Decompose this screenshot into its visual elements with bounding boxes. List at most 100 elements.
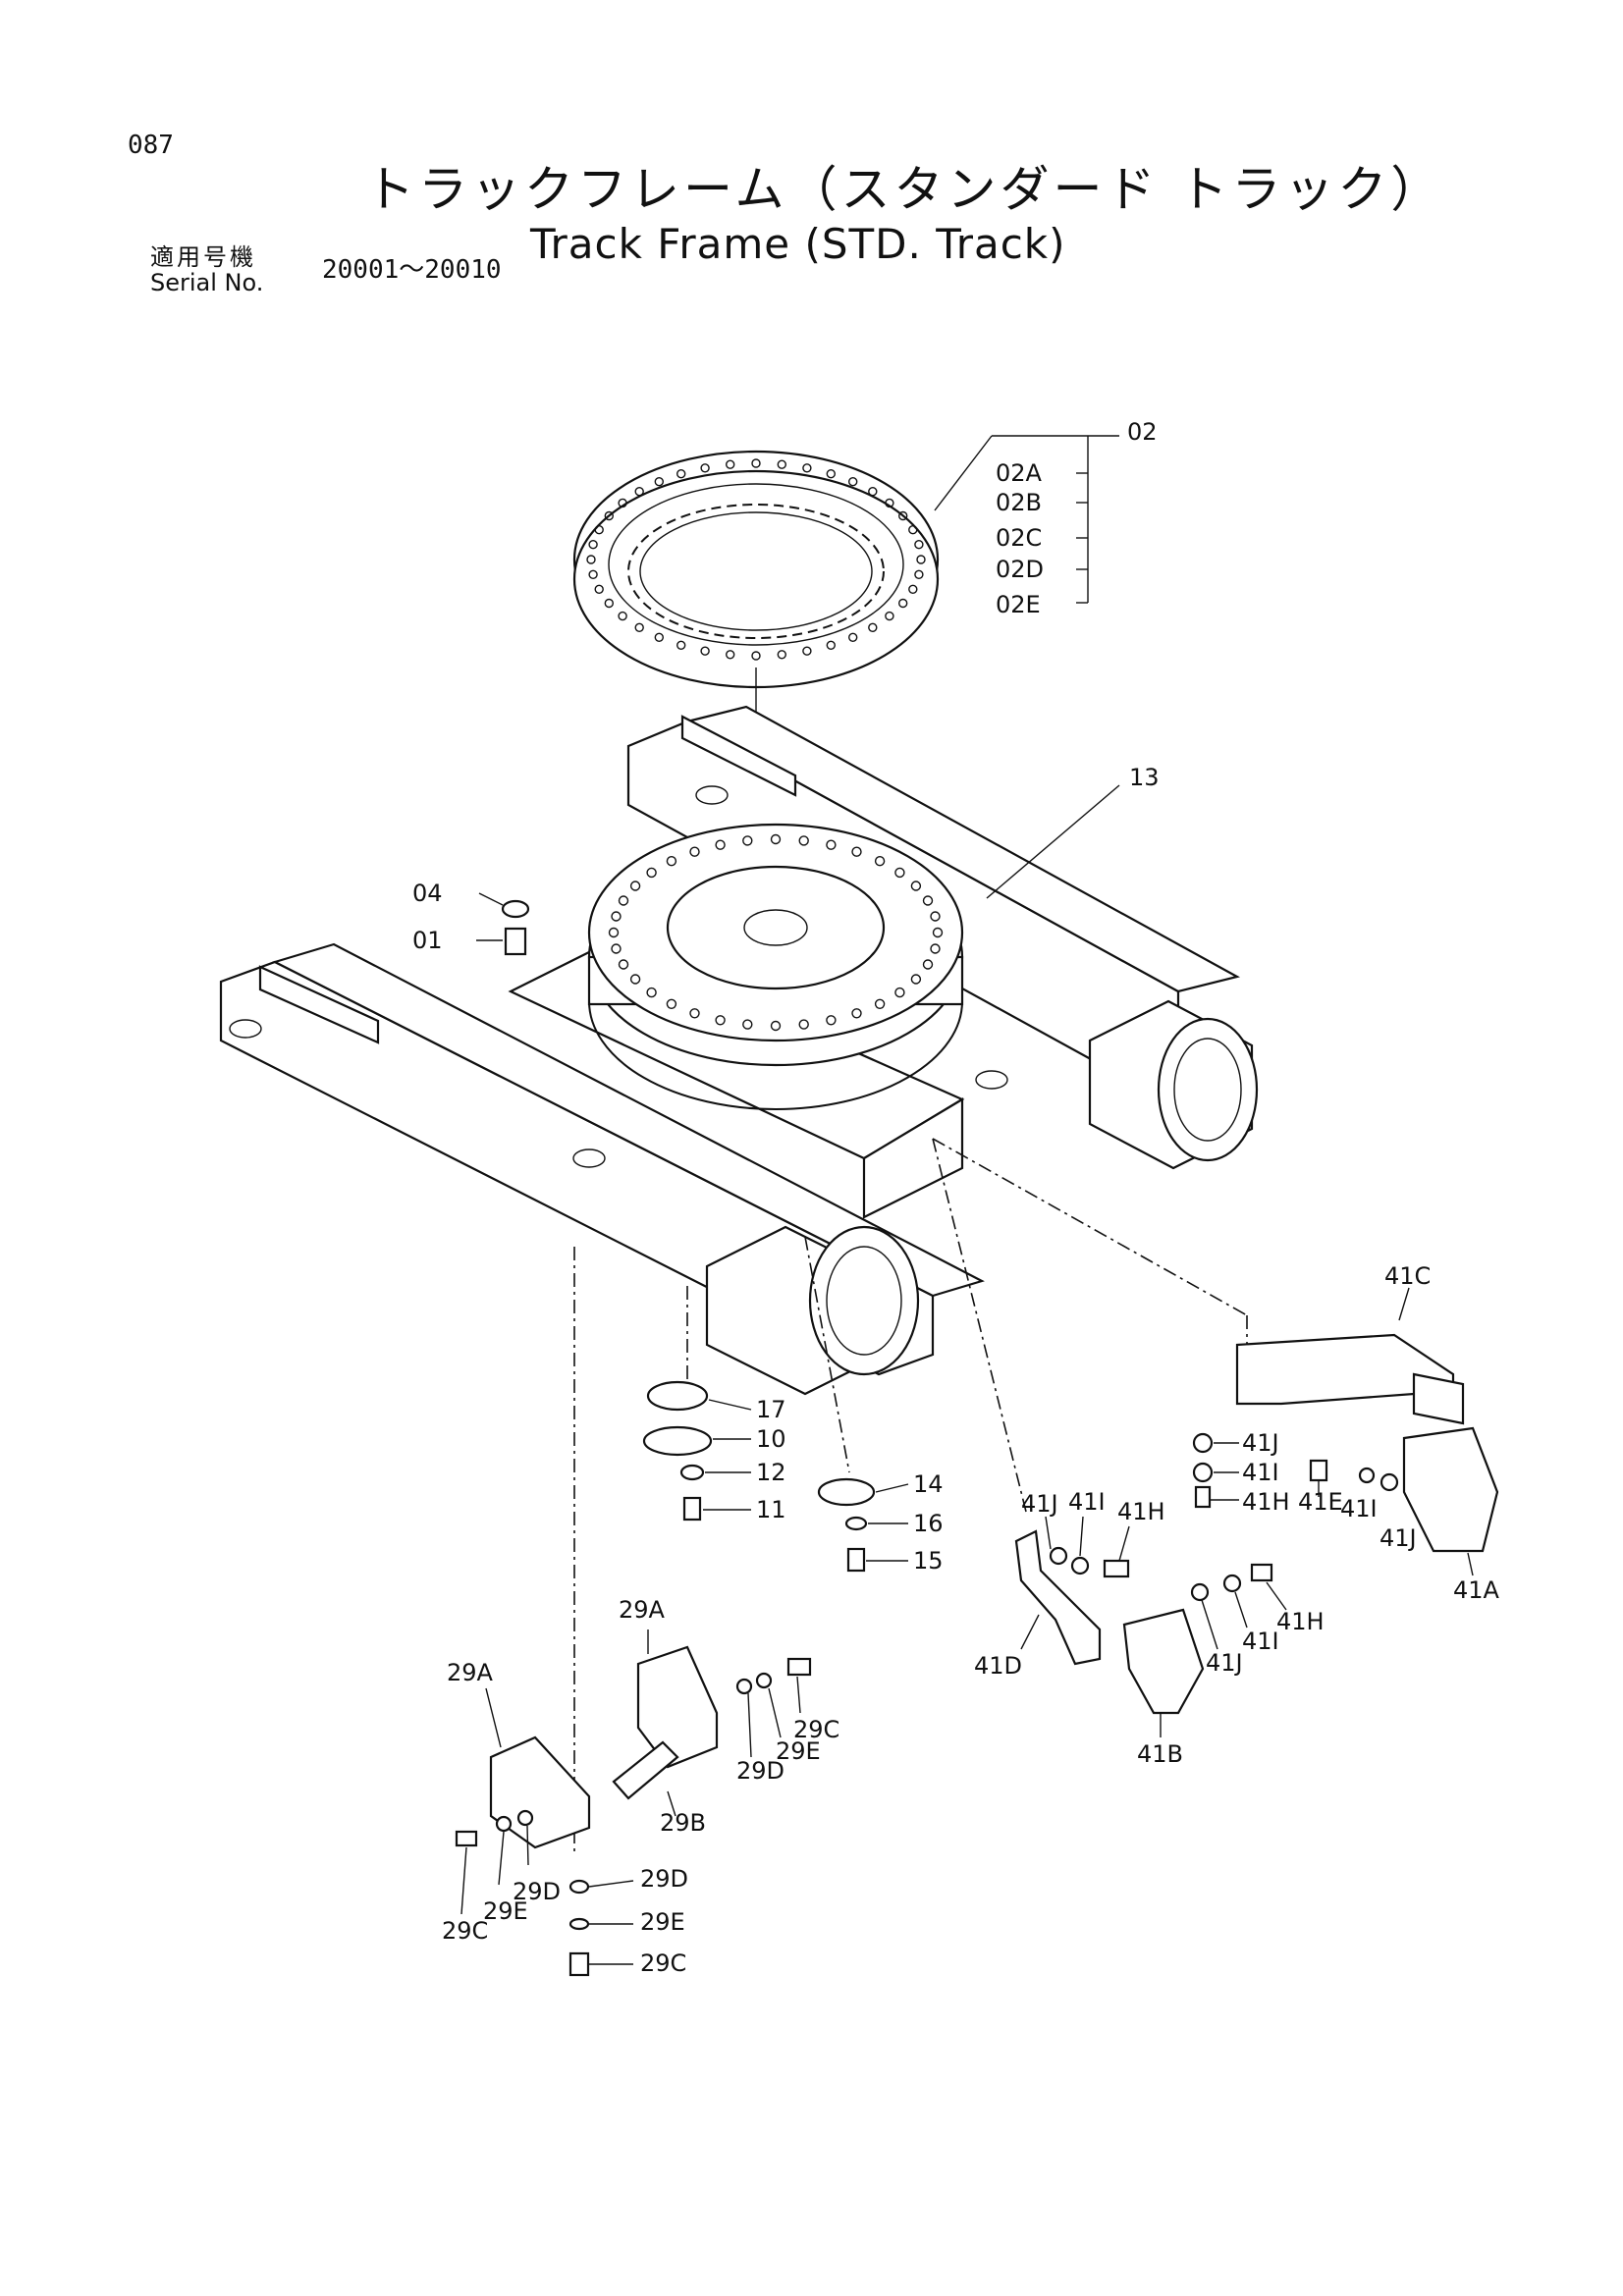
cover-group-14-16-15 xyxy=(817,1477,876,1573)
callout-02B: 02B xyxy=(996,489,1042,516)
callout-29A-upper: 29A xyxy=(619,1596,666,1624)
callout-15: 15 xyxy=(913,1547,944,1575)
bolt-hole xyxy=(751,651,761,661)
bolt-hole xyxy=(770,833,782,845)
bolt-hole xyxy=(798,835,809,846)
bolt-hole xyxy=(654,632,664,642)
callout-10: 10 xyxy=(756,1425,786,1453)
bolt-hole xyxy=(666,856,677,867)
page-title-japanese: トラックフレーム（スタンダード トラック） xyxy=(365,161,1444,218)
callout-02: 02 xyxy=(1127,418,1158,446)
bolt-hole xyxy=(604,598,614,609)
callout-12: 12 xyxy=(756,1459,786,1486)
callout-41J-lower: 41J xyxy=(1206,1649,1243,1677)
callout-41J-upper: 41J xyxy=(1242,1429,1279,1457)
bolt-hole xyxy=(751,458,761,468)
callout-41I-lower: 41I xyxy=(1242,1628,1279,1655)
bolt-hole xyxy=(874,998,886,1009)
serial-label-japanese: 適用号機 xyxy=(150,243,256,271)
callout-04: 04 xyxy=(412,880,443,907)
bolt-hole xyxy=(611,911,622,922)
callout-41I-upper: 41I xyxy=(1242,1459,1279,1486)
bolt-hole xyxy=(666,998,677,1009)
callout-29A-left: 29A xyxy=(447,1659,494,1686)
callout-29D-right: 29D xyxy=(736,1757,784,1785)
bolt-hole xyxy=(689,1008,700,1019)
bolt-hole xyxy=(646,867,657,879)
bolt-hole xyxy=(715,1015,726,1026)
guard-41A xyxy=(1402,1426,1499,1553)
bolt-hole xyxy=(826,640,836,650)
bolt-hole xyxy=(868,487,878,497)
guard-41B xyxy=(1122,1608,1205,1715)
callout-41I-mid: 41I xyxy=(1068,1488,1106,1516)
bolt-hole xyxy=(930,911,941,922)
bolt-hole xyxy=(802,646,812,656)
callout-14: 14 xyxy=(913,1470,944,1498)
bolt-hole xyxy=(851,1008,862,1019)
bolt-hole xyxy=(586,555,596,564)
callout-02D: 02D xyxy=(996,556,1044,583)
bolt-hole xyxy=(715,839,726,850)
callout-41H-mid: 41H xyxy=(1117,1498,1165,1525)
page-title-english: Track Frame (STD. Track) xyxy=(530,220,1066,268)
swing-bearing-ring xyxy=(572,450,940,689)
support-bracket-29A-right xyxy=(636,1645,719,1769)
bolt-hole xyxy=(826,1015,837,1026)
bolt-hole xyxy=(726,650,735,660)
bolt-hole xyxy=(742,835,753,846)
callout-02E: 02E xyxy=(996,591,1041,618)
bolt-hole xyxy=(594,584,604,594)
bolt-hole xyxy=(770,1020,782,1032)
bracket-41D xyxy=(1014,1529,1102,1666)
callout-41H-upper: 41H xyxy=(1242,1488,1290,1516)
bolt-hole xyxy=(618,611,627,621)
bolt-hole xyxy=(611,943,622,954)
bolt-hole xyxy=(646,987,657,998)
bolt-hole xyxy=(874,856,886,867)
callout-29B: 29B xyxy=(660,1809,706,1837)
bolt-hole xyxy=(826,469,836,479)
callout-16: 16 xyxy=(913,1510,944,1537)
callout-11: 11 xyxy=(756,1496,786,1523)
bolt-hole xyxy=(894,867,905,879)
serial-label-english: Serial No. xyxy=(150,269,264,296)
bolt-hole xyxy=(618,498,627,508)
bolt-hole xyxy=(700,646,710,656)
track-frame-body xyxy=(219,705,1259,1396)
bolt-hole xyxy=(629,881,641,891)
bolt-hole xyxy=(898,598,908,609)
bolt-hole xyxy=(700,463,710,473)
callout-41C: 41C xyxy=(1384,1262,1431,1290)
bolt-hole xyxy=(676,640,686,650)
callout-02C: 02C xyxy=(996,524,1042,552)
callout-41J-right: 41J xyxy=(1380,1524,1417,1552)
callout-29D-left: 29D xyxy=(513,1878,561,1905)
callout-41I-right: 41I xyxy=(1340,1495,1378,1522)
callout-13: 13 xyxy=(1129,764,1160,791)
callout-29E-bottom: 29E xyxy=(640,1908,685,1936)
pin-29B xyxy=(612,1740,679,1800)
bolt-hole xyxy=(618,895,629,906)
bolt-hole xyxy=(930,943,941,954)
bolt-hole xyxy=(676,469,686,479)
bolt-hole xyxy=(634,487,644,497)
bolt-hole xyxy=(894,987,905,998)
callout-41H-lower: 41H xyxy=(1276,1608,1325,1635)
callout-29D-bottom: 29D xyxy=(640,1865,688,1893)
bolt-hole xyxy=(908,525,918,535)
bolt-hole xyxy=(922,959,934,970)
bolt-hole xyxy=(932,927,944,938)
bolt-hole xyxy=(802,463,812,473)
bolt-hole xyxy=(608,927,620,938)
bolt-hole xyxy=(910,974,922,985)
callout-41A: 41A xyxy=(1453,1576,1500,1604)
callout-41J-mid: 41J xyxy=(1021,1490,1058,1518)
bolt-hole xyxy=(594,525,604,535)
bolt-hole xyxy=(910,881,922,891)
callout-29C-left: 29C xyxy=(442,1917,488,1945)
bolt-hole xyxy=(826,839,837,850)
bolt-hole xyxy=(629,974,641,985)
bolt-hole xyxy=(908,584,918,594)
